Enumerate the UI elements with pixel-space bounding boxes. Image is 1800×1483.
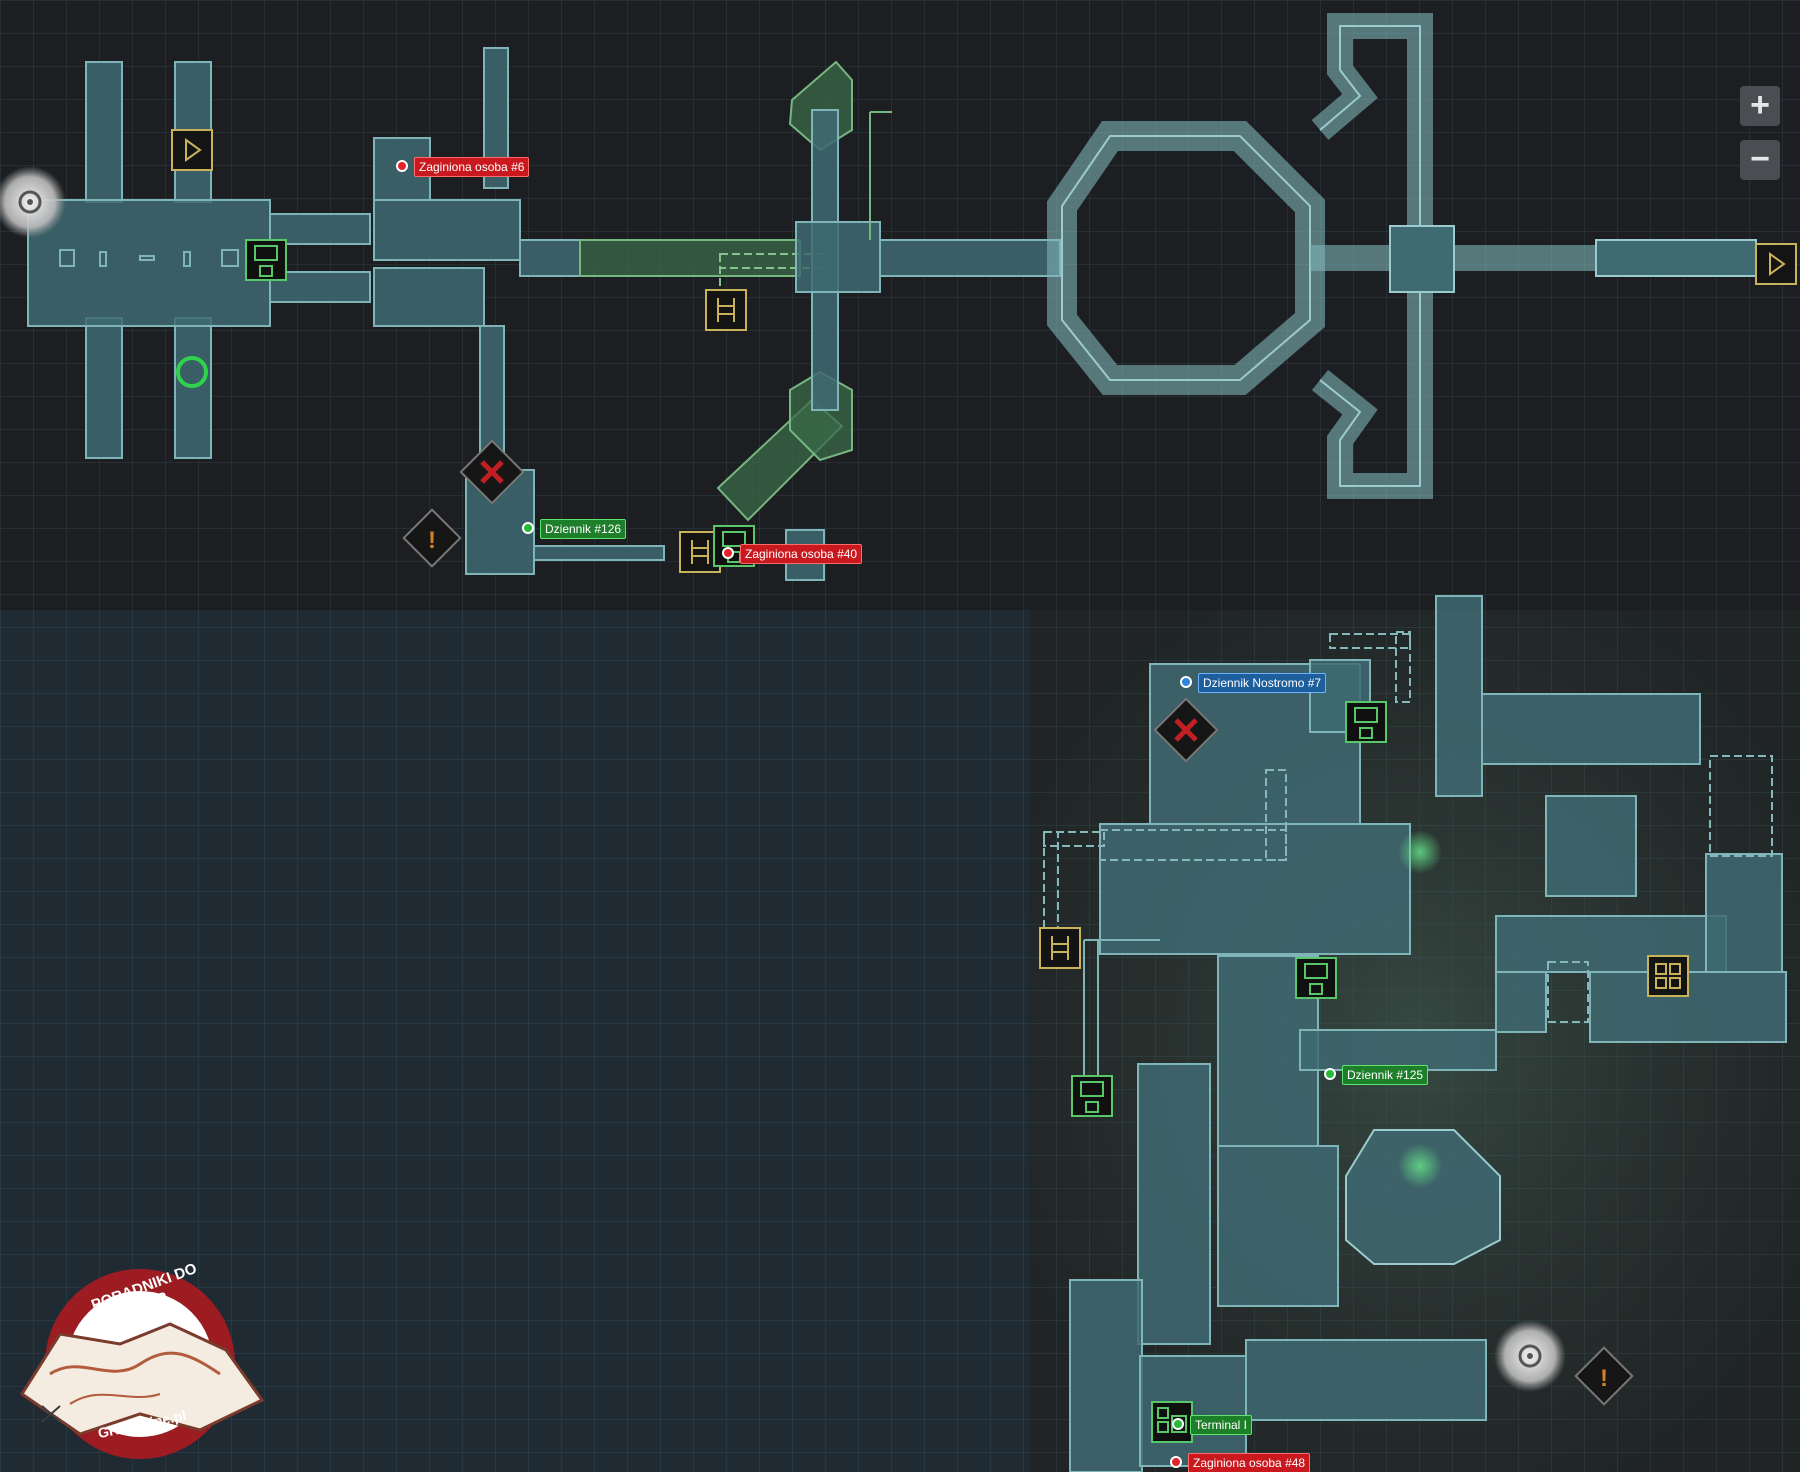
svg-text:!: !: [428, 527, 436, 554]
arrow-tile-right: [1755, 243, 1797, 285]
zoom-in-button[interactable]: +: [1740, 86, 1780, 126]
ladder-icon-1: [705, 289, 747, 331]
marker-label: Dziennik #125: [1342, 1065, 1429, 1085]
save-icon-1: [245, 239, 287, 281]
gryonline-logo: [19, 1269, 265, 1459]
danger-x-icon-1: [459, 439, 525, 505]
marker-label: Zaginiona osoba #40: [740, 544, 863, 564]
danger-x-icon-2: [1153, 697, 1219, 763]
marker-label: Dziennik #126: [540, 519, 627, 539]
marker-label: Zaginiona osoba #48: [1188, 1453, 1311, 1472]
warning-icon-2: [1574, 1346, 1634, 1406]
marker-dot: [396, 160, 408, 172]
zoom-out-button[interactable]: −: [1740, 140, 1780, 180]
marker-dot: [1170, 1456, 1182, 1468]
marker-label: Terminal I: [1190, 1415, 1253, 1435]
marker-dot: [722, 547, 734, 559]
marker-dot: [1180, 676, 1192, 688]
marker-label: Dziennik Nostromo #7: [1198, 673, 1327, 693]
top-left-complex: [27, 47, 665, 575]
warning-icon-1: [402, 508, 462, 568]
marker-dot: [522, 522, 534, 534]
marker-label: Zaginiona osoba #6: [414, 157, 530, 177]
save-icon-3: [1345, 701, 1387, 743]
arrow-tile-left: [171, 129, 213, 171]
save-icon-5: [1071, 1075, 1113, 1117]
bottom-right-complex: [1069, 595, 1787, 1472]
objective-ring: [176, 356, 208, 388]
map-grid-icon: [1647, 955, 1689, 997]
ladder-icon-3: [1039, 927, 1081, 969]
save-icon-4: [1295, 957, 1337, 999]
marker-dot: [1324, 1068, 1336, 1080]
marker-dot: [1172, 1418, 1184, 1430]
svg-text:!: !: [1600, 1365, 1608, 1392]
